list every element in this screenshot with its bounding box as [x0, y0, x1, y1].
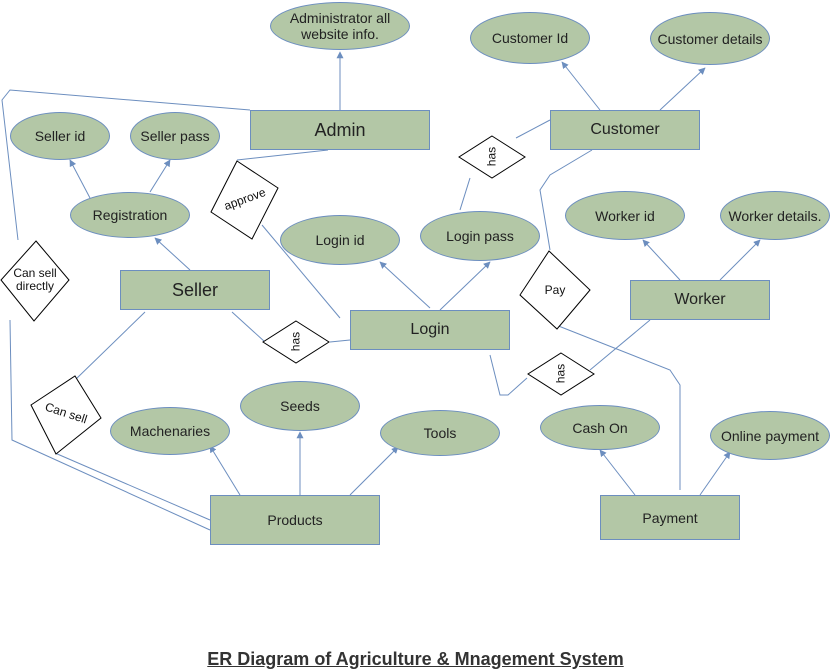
- connector-cansell-directly-products: [9, 319, 211, 531]
- relationship-can-sell[interactable]: Can sell: [30, 375, 102, 455]
- relationship-label: has: [553, 363, 568, 384]
- relationship-label: Can sell directly: [13, 266, 57, 293]
- relationship-pay[interactable]: Pay: [519, 250, 591, 330]
- attribute-tools[interactable]: Tools: [380, 410, 500, 456]
- diamond-shape: [0, 240, 70, 322]
- relationship-can-sell-directly[interactable]: Can sell directly: [0, 240, 70, 322]
- connector-seller-registration: [154, 237, 191, 271]
- entity-customer[interactable]: Customer: [550, 110, 700, 150]
- attribute-worker-details[interactable]: Worker details.: [720, 191, 830, 240]
- connector-customer-pay: [539, 149, 593, 251]
- diamond-shape: [262, 320, 330, 364]
- relationship-label: Pay: [544, 283, 566, 297]
- diamond-shape: [527, 352, 595, 396]
- connector-cansell-products: [54, 452, 211, 521]
- connector-seller-has: [231, 311, 266, 343]
- connector-has-login: [459, 177, 471, 211]
- diamond-shape: [458, 135, 526, 179]
- entity-payment[interactable]: Payment: [600, 495, 740, 540]
- connector-cash-on: [599, 449, 636, 496]
- connector-worker-details: [719, 239, 761, 281]
- connector-worker-id: [642, 239, 681, 281]
- connector-admin-approve: [236, 149, 329, 161]
- attribute-cash-on[interactable]: Cash On: [540, 405, 660, 450]
- connector-login-pass: [439, 261, 491, 311]
- attribute-online-payment[interactable]: Online payment: [710, 411, 830, 460]
- connector-pay-payment: [555, 324, 681, 490]
- relationship-has-customer[interactable]: has: [458, 135, 526, 179]
- connector-has-login-worker: [489, 354, 528, 396]
- entity-products[interactable]: Products: [210, 495, 380, 545]
- attribute-seller-id[interactable]: Seller id: [10, 112, 110, 160]
- connector-customer-id: [561, 61, 601, 111]
- attribute-customer-id[interactable]: Customer Id: [470, 12, 590, 64]
- attribute-admin-info[interactable]: Administrator all website info.: [270, 2, 410, 50]
- entity-admin[interactable]: Admin: [250, 110, 430, 150]
- attribute-registration[interactable]: Registration: [70, 192, 190, 238]
- diamond-shape: [519, 250, 591, 330]
- entity-seller[interactable]: Seller: [120, 270, 270, 310]
- entity-worker[interactable]: Worker: [630, 280, 770, 320]
- attribute-login-pass[interactable]: Login pass: [420, 211, 540, 261]
- attribute-seller-pass[interactable]: Seller pass: [130, 112, 220, 160]
- connector-registration-seller-pass: [149, 159, 171, 193]
- connector-login-id: [379, 261, 431, 309]
- attribute-customer-details[interactable]: Customer details: [650, 12, 770, 65]
- relationship-approve[interactable]: approve: [210, 160, 280, 240]
- diamond-shape: [30, 375, 102, 455]
- relationship-label: has: [288, 331, 303, 352]
- relationship-has-worker[interactable]: has: [527, 352, 595, 396]
- entity-login[interactable]: Login: [350, 310, 510, 350]
- attribute-login-id[interactable]: Login id: [280, 215, 400, 265]
- attribute-seeds[interactable]: Seeds: [240, 381, 360, 431]
- connector-approve-login: [261, 224, 341, 319]
- connector-registration-seller-id: [69, 159, 91, 199]
- connector-seller-cansell: [74, 311, 146, 381]
- relationship-label: has: [484, 146, 499, 167]
- relationship-has-seller[interactable]: has: [262, 320, 330, 364]
- connector-admin-left: [1, 89, 251, 241]
- connector-machenaries: [209, 445, 241, 496]
- connector-tools: [349, 446, 399, 496]
- attribute-machenaries[interactable]: Machenaries: [110, 407, 230, 455]
- connector-online-payment: [699, 451, 731, 496]
- connector-worker-has: [589, 319, 651, 371]
- connector-customer-details: [659, 67, 706, 111]
- diamond-shape: [210, 160, 279, 240]
- attribute-worker-id[interactable]: Worker id: [565, 191, 685, 240]
- connector-has-login-seller: [329, 339, 351, 343]
- connector-customer-has: [515, 119, 551, 139]
- diagram-title: ER Diagram of Agriculture & Mnagement Sy…: [207, 649, 624, 669]
